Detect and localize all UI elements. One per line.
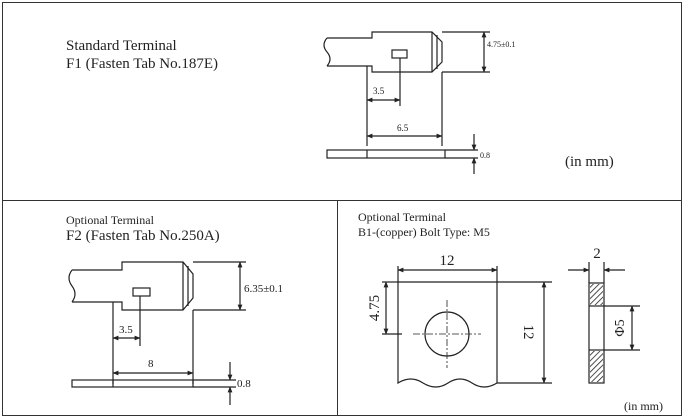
f2-hole-offset-label: 3.5 bbox=[119, 324, 133, 336]
standard-terminal-heading: Standard Terminal bbox=[66, 38, 177, 54]
f2-thickness-label: 0.8 bbox=[237, 378, 251, 390]
f2-width-label: 6.35±0.1 bbox=[244, 283, 283, 295]
f1-hole-offset-label: 3.5 bbox=[373, 86, 385, 96]
b1-terminal-model: B1-(copper) Bolt Type: M5 bbox=[358, 225, 490, 239]
f2-terminal-heading: Optional Terminal bbox=[66, 213, 154, 227]
panel-divider-horizontal bbox=[2, 200, 682, 201]
b1-width-label: 12 bbox=[440, 253, 455, 269]
f2-plan-view bbox=[68, 261, 246, 384]
b1-hole-offset-label: 4.75 bbox=[367, 295, 383, 321]
f1-width-label: 4.75±0.1 bbox=[487, 40, 515, 49]
b1-plate-front-view bbox=[382, 266, 552, 388]
f1-thickness-label: 0.8 bbox=[480, 151, 490, 160]
b1-thickness-label: 2 bbox=[593, 246, 601, 262]
f2-side-view bbox=[71, 362, 236, 405]
b1-terminal-heading: Optional Terminal bbox=[358, 210, 446, 224]
standard-unit-note: (in mm) bbox=[565, 154, 614, 170]
f1-plan-view bbox=[323, 31, 490, 146]
standard-terminal-model: F1 (Fasten Tab No.187E) bbox=[66, 56, 218, 72]
b1-plate-side-view bbox=[568, 262, 640, 384]
f1-length-label: 6.5 bbox=[397, 123, 409, 133]
f2-length-label: 8 bbox=[148, 358, 154, 370]
f2-terminal-model: F2 (Fasten Tab No.250A) bbox=[66, 228, 220, 244]
b1-hole-diameter-label: Φ5 bbox=[613, 319, 628, 336]
panel-divider-vertical bbox=[337, 201, 338, 416]
b1-unit-note: (in mm) bbox=[624, 399, 663, 413]
b1-height-label: 12 bbox=[520, 325, 536, 340]
f1-side-view bbox=[326, 134, 478, 174]
